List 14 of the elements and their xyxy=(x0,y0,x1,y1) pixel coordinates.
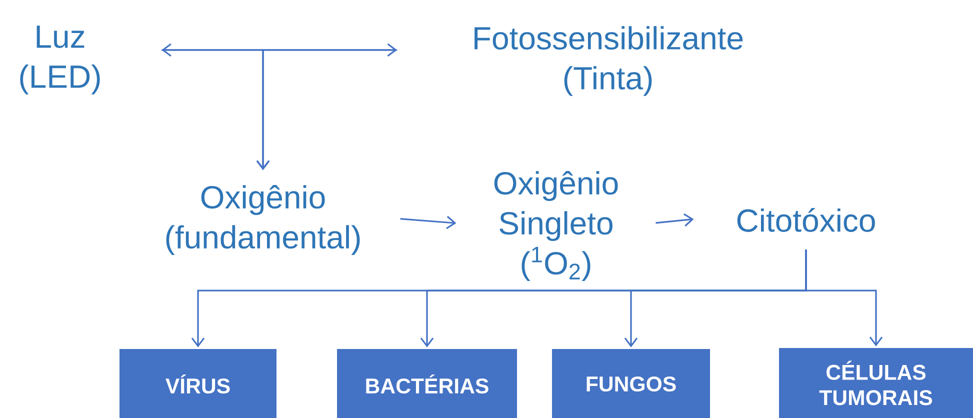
arrow xyxy=(656,213,694,227)
arrow xyxy=(400,216,456,230)
arrow xyxy=(256,49,398,170)
concept-label: Fotossensibilizante (Tinta) xyxy=(474,26,743,96)
category-box: BACTÉRIAS xyxy=(337,349,517,418)
arrow xyxy=(805,250,883,346)
arrow xyxy=(162,43,398,57)
category-box: VÍRUS xyxy=(120,349,276,418)
concept-label: Citotóxico xyxy=(737,208,875,232)
concept-label: Oxigênio Singleto ($^{1}$O$_{2}$) xyxy=(494,171,618,281)
concept-label: Oxigênio (fundamental) xyxy=(166,185,360,255)
concept-label: Luz (LED) xyxy=(20,26,100,94)
category-box: FUNGOS xyxy=(552,349,710,418)
category-box: CÉLULAS TUMORAIS xyxy=(779,348,973,418)
